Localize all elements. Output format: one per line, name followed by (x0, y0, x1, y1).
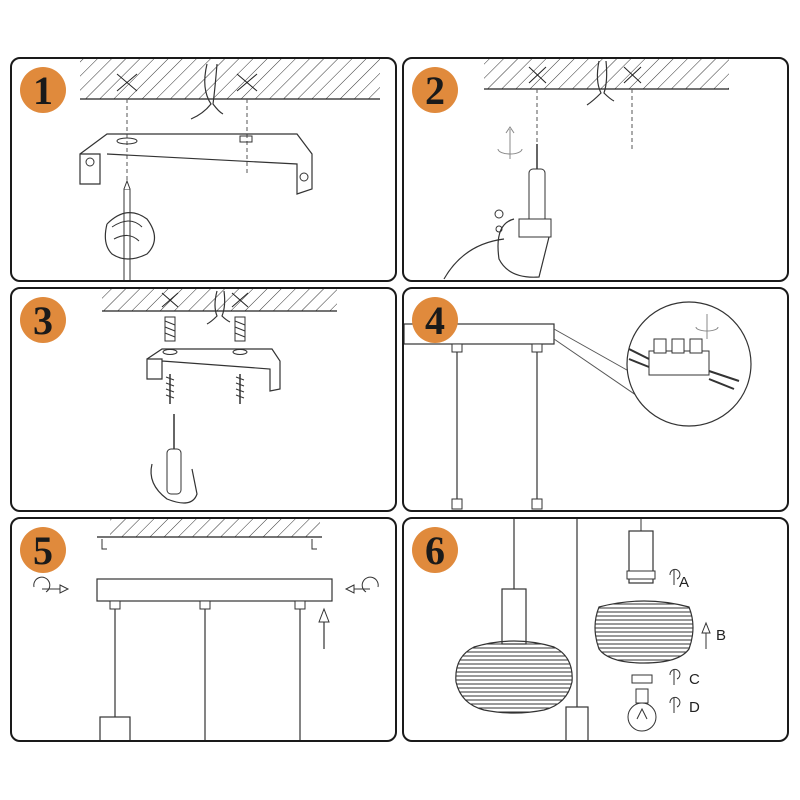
step-4-illustration (404, 301, 752, 510)
step-2-illustration (443, 59, 729, 280)
step-5-badge: 5 (20, 527, 66, 573)
step-6-number: 6 (425, 527, 445, 573)
lamp-socket (565, 706, 589, 740)
step-5-number: 5 (33, 527, 53, 573)
step-5-illustration (33, 519, 379, 740)
screwdriver-icon (150, 414, 198, 504)
ceiling-wires (206, 290, 231, 325)
arrow-icon (318, 607, 330, 649)
screw-icon (165, 374, 245, 404)
part-label-c: C (689, 671, 700, 688)
step-1-badge: 1 (20, 67, 66, 113)
step-1-panel: 1 (10, 57, 397, 282)
ceiling-wires (586, 60, 615, 106)
step-6-badge: 6 (412, 527, 458, 573)
ceiling (102, 289, 337, 311)
arrow-icon (701, 621, 711, 649)
screw-icon (669, 568, 681, 713)
part-b-shade (594, 600, 694, 664)
part-label-a: A (679, 574, 690, 591)
ceiling (110, 519, 320, 537)
screw-icon (33, 576, 379, 594)
step-2-panel: 2 (402, 57, 789, 282)
step-5-panel: 5 (10, 517, 397, 742)
step-4-number: 4 (425, 297, 445, 343)
step-6-panel: 6 A B C D (402, 517, 789, 742)
part-c-ring (631, 674, 653, 684)
rotate-icon (497, 126, 523, 159)
step-4-panel: 4 (402, 287, 789, 512)
step-4-badge: 4 (412, 297, 458, 343)
step-1-number: 1 (33, 67, 53, 113)
drill-icon (443, 144, 552, 280)
part-label-d: D (689, 699, 700, 716)
step-3-panel: 3 (10, 287, 397, 512)
step-2-number: 2 (425, 67, 445, 113)
step-3-badge: 3 (20, 297, 66, 343)
lamp-socket (501, 588, 527, 645)
mounting-bracket (146, 348, 281, 392)
part-label-b: B (716, 627, 727, 644)
step-2-badge: 2 (412, 67, 458, 113)
pencil-icon (104, 179, 156, 280)
glass-shade (455, 640, 573, 714)
ceiling-wires (190, 63, 224, 120)
wall-plug-icon (164, 316, 246, 342)
mounting-bracket (101, 539, 317, 550)
step-6-illustration (455, 519, 711, 740)
terminal-block-icon (628, 338, 740, 390)
step-1-illustration (79, 59, 380, 280)
step-3-number: 3 (33, 297, 53, 343)
lamp-socket (99, 716, 131, 740)
step-3-illustration (102, 289, 337, 504)
ceiling (80, 59, 380, 99)
bulb-icon (627, 688, 657, 732)
rotate-icon (695, 314, 719, 339)
mounting-bracket (79, 133, 313, 195)
ceiling-canopy (96, 578, 333, 602)
